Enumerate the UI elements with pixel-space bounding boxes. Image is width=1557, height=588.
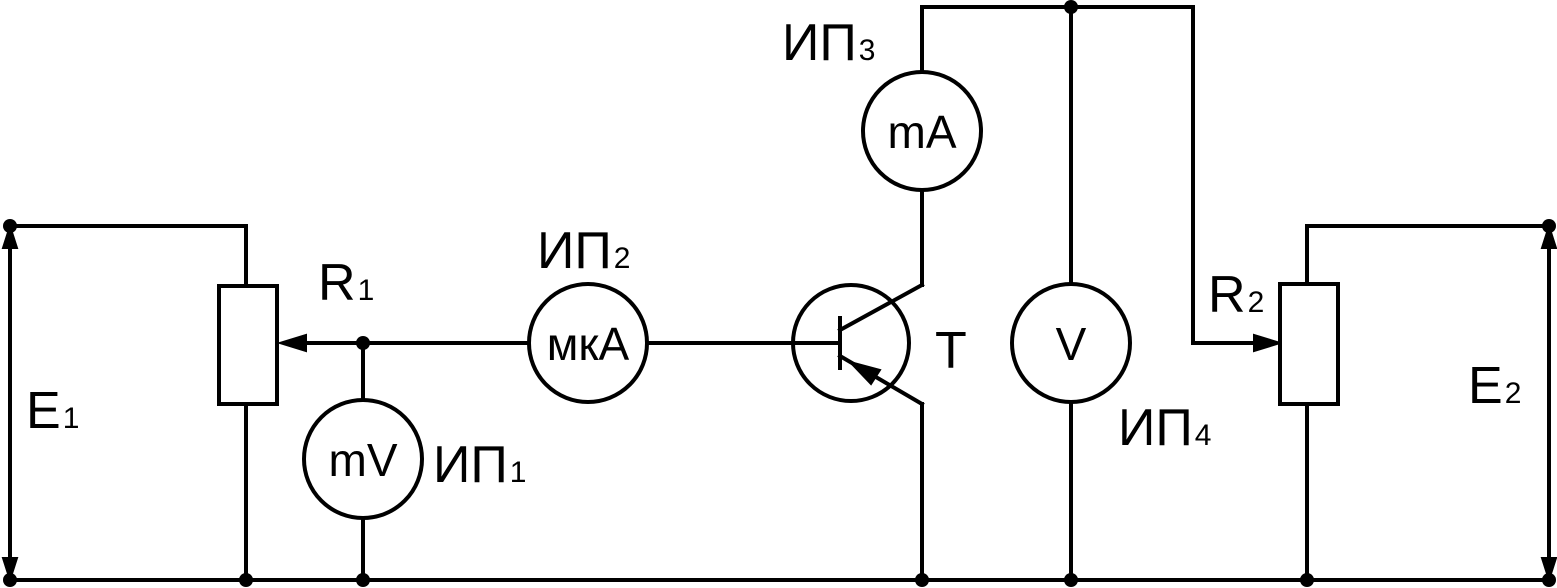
- junction-dot: [3, 573, 17, 587]
- junction-dot: [3, 219, 17, 233]
- label-r1: R1: [318, 254, 374, 312]
- junction-dot: [356, 573, 370, 587]
- junction-dot: [915, 573, 929, 587]
- junction-dot: [1064, 573, 1078, 587]
- label-ip1: ИП1: [433, 436, 526, 494]
- label-e1: E1: [26, 382, 79, 440]
- e1-source: [1, 222, 248, 584]
- r2-potentiometer: [1278, 224, 1340, 582]
- e2-source: [1305, 222, 1557, 584]
- r1-potentiometer: [217, 284, 532, 582]
- ma-meter-label: mA: [888, 106, 957, 158]
- label-ip4: ИП4: [1118, 399, 1211, 457]
- transistor: [791, 188, 925, 582]
- label-ip2: ИП2: [537, 222, 630, 280]
- junction-dot: [1300, 573, 1314, 587]
- junction-dot: [356, 336, 370, 350]
- mka-meter: мкА: [527, 282, 649, 404]
- junction-dot: [1542, 219, 1556, 233]
- mv-meter: mV: [302, 398, 424, 520]
- label-r2: R2: [1208, 266, 1264, 324]
- junction-dot: [239, 573, 253, 587]
- mka-meter-label: мкА: [547, 318, 630, 370]
- junction-dot: [1064, 0, 1078, 14]
- mv-meter-label: mV: [329, 434, 398, 486]
- ma-meter: mA: [861, 70, 983, 192]
- r2-wiper-arrow: [1253, 333, 1284, 353]
- label-e2: E2: [1468, 357, 1521, 415]
- v-meter-label: V: [1056, 318, 1087, 370]
- junction-dot: [1542, 573, 1556, 587]
- label-t: T: [935, 322, 967, 380]
- junction-dots: [3, 0, 1556, 587]
- v-meter: V: [1010, 282, 1132, 404]
- label-ip3: ИП3: [782, 14, 875, 72]
